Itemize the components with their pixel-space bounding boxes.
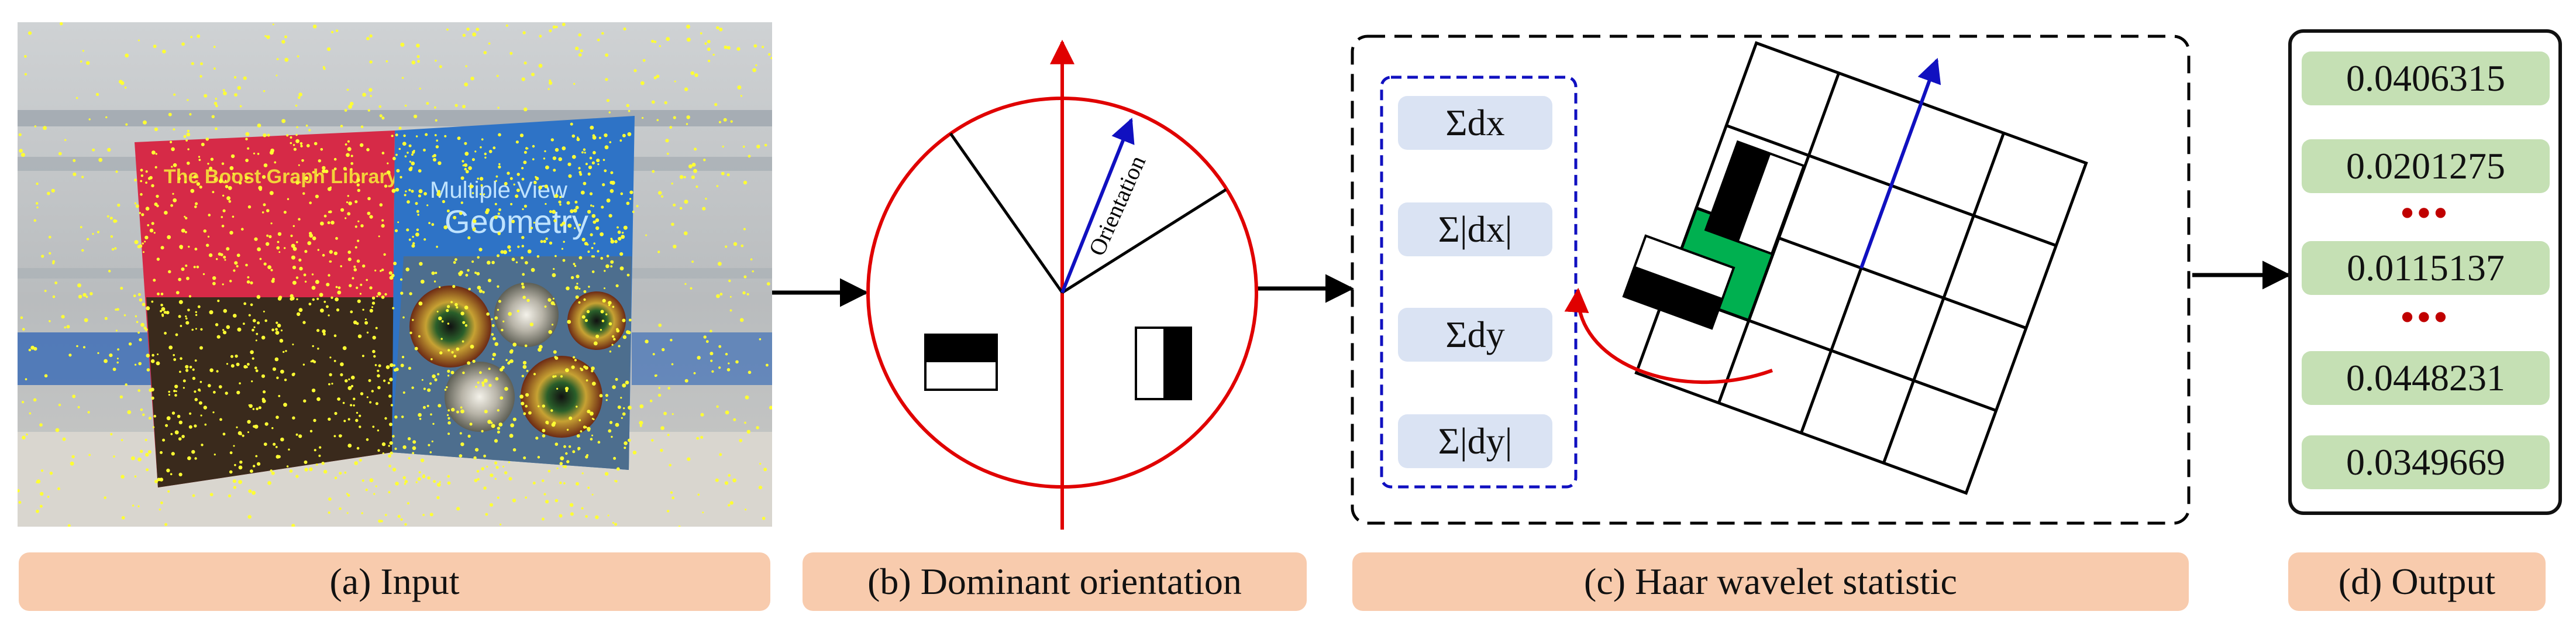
output-value: 0.0349669	[2302, 435, 2550, 489]
grid-orientation-arrow	[1859, 57, 1941, 269]
orientation-arrow	[1060, 118, 1135, 294]
right-book: Multiple View Geometry	[392, 116, 635, 470]
caption-input: (a) Input	[19, 552, 770, 611]
sum-dy: Σdy	[1398, 308, 1552, 362]
sector-line-right	[1061, 188, 1227, 294]
rotated-vertical-filter-icon	[1704, 140, 1806, 256]
orientation-panel: Orientation	[866, 39, 1258, 530]
right-book-title-line-1: Multiple View	[430, 177, 567, 203]
output-ellipsis: •••	[2401, 192, 2451, 233]
output-value: 0.0406315	[2302, 51, 2550, 105]
haar-vertical-filter-icon	[1135, 327, 1192, 400]
sum-dx: Σdx	[1398, 96, 1552, 150]
left-book: The Boost Graph Library	[135, 130, 398, 487]
sample-grid	[1634, 41, 2088, 495]
caption-haar-wavelet-statistic: (c) Haar wavelet statistic	[1352, 552, 2189, 611]
output-frame	[2288, 29, 2562, 515]
right-book-title-line-2: Geometry	[445, 203, 588, 240]
aggregation-arrow	[1564, 287, 1773, 384]
rotated-horizontal-filter-icon	[1622, 234, 1735, 330]
caption-dominant-orientation: (b) Dominant orientation	[803, 552, 1307, 611]
output-value: 0.0115137	[2302, 241, 2550, 295]
haar-panel	[1351, 35, 2191, 525]
photo-canvas: The Boost Graph Library Multiple View Ge…	[18, 22, 772, 527]
feature-points	[18, 22, 772, 527]
haar-panel-frame	[1351, 35, 2191, 525]
sector-line-left	[949, 132, 1064, 294]
sum-abs-dx: Σ|dx|	[1398, 202, 1552, 256]
input-photo: The Boost Graph Library Multiple View Ge…	[18, 22, 772, 527]
haar-horizontal-filter-icon	[924, 334, 998, 391]
output-value: 0.0201275	[2302, 139, 2550, 193]
caption-output: (d) Output	[2288, 552, 2546, 611]
output-ellipsis: •••	[2401, 296, 2451, 338]
sums-frame	[1380, 75, 1578, 489]
output-value: 0.0448231	[2302, 351, 2550, 405]
sum-abs-dy: Σ|dy|	[1398, 414, 1552, 468]
